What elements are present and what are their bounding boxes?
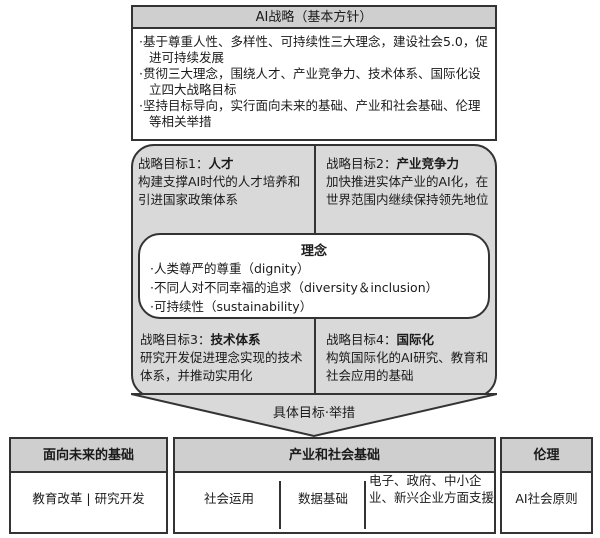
strategic-goal-2: 战略目标2：产业竞争力 加快推进实体产业的AI化，在世界范围内继续保持领先地位 bbox=[326, 155, 491, 209]
strategic-goal-4: 战略目标4：国际化 构筑国际化的AI研究、教育和社会应用的基础 bbox=[326, 331, 491, 385]
goal-prefix: 战略目标1： bbox=[138, 156, 209, 171]
goal-prefix: 战略目标3： bbox=[140, 332, 211, 347]
column-divider bbox=[279, 481, 281, 529]
social-use-item: 社会运用 bbox=[203, 491, 254, 506]
strategy-point: ·坚持目标导向，实行面向未来的基础、产业和社会基础、伦理等相关举措 bbox=[139, 98, 481, 129]
strategy-point: ·基于尊重人性、多样性、可持续性三大理念，建设社会5.0，促进可持续发展 bbox=[139, 34, 488, 65]
concept-item: ·人类尊严的尊重（dignity） bbox=[150, 261, 310, 276]
future-foundation-title: 面向未来的基础 bbox=[11, 439, 166, 473]
strategy-points: ·基于尊重人性、多样性、可持续性三大理念，建设社会5.0，促进可持续发展 ·贯彻… bbox=[139, 34, 491, 130]
goal-name: 国际化 bbox=[396, 332, 434, 347]
industry-society-title: 产业和社会基础 bbox=[175, 439, 494, 473]
future-foundation-body: 教育改革 | 研究开发 bbox=[32, 491, 145, 506]
goal-description: 构筑国际化的AI研究、教育和社会应用的基础 bbox=[326, 350, 489, 383]
goal-prefix: 战略目标4： bbox=[326, 332, 397, 347]
data-foundation-item: 数据基础 bbox=[297, 491, 348, 506]
goal-description: 加快推进实体产业的AI化，在世界范围内继续保持领先地位 bbox=[326, 174, 489, 207]
industry-society-foundation-box: 产业和社会基础 社会运用 数据基础 电子、政府、中小企业、新兴企业方面支援 bbox=[173, 437, 496, 534]
goal-name: 人才 bbox=[208, 156, 234, 171]
concept-title: 理念 bbox=[300, 244, 327, 259]
goal-name: 产业竞争力 bbox=[396, 156, 459, 171]
concept-box: 理念 ·人类尊严的尊重（dignity） ·不同人对不同幸福的追求（divers… bbox=[138, 233, 490, 319]
strategy-title: AI战略（基本方针） bbox=[133, 7, 495, 29]
goal-name: 技术体系 bbox=[210, 332, 261, 347]
concept-item: ·可持续性（sustainability） bbox=[150, 299, 313, 314]
strategic-goal-3: 战略目标3：技术体系 研究开发促进理念实现的技术体系，并推动实用化 bbox=[140, 331, 312, 385]
goal-prefix: 战略目标2： bbox=[326, 156, 397, 171]
support-item: 电子、政府、中小企业、新兴企业方面支援 bbox=[369, 473, 495, 505]
future-foundation-box: 面向未来的基础 教育改革 | 研究开发 bbox=[9, 437, 168, 534]
strategic-goal-1: 战略目标1：人才 构建支撑AI时代的人才培养和引进国家政策体系 bbox=[138, 155, 308, 209]
strategy-box: AI战略（基本方针） ·基于尊重人性、多样性、可持续性三大理念，建设社会5.0，… bbox=[131, 5, 497, 141]
down-arrow-shape bbox=[131, 393, 497, 438]
ethics-body: AI社会原则 bbox=[515, 491, 578, 506]
concept-item: ·不同人对不同幸福的追求（diversity＆inclusion） bbox=[150, 280, 439, 295]
measures-label: 具体目标·举措 bbox=[272, 406, 356, 421]
ethics-box: 伦理 AI社会原则 bbox=[500, 437, 593, 534]
goal-description: 构建支撑AI时代的人才培养和引进国家政策体系 bbox=[138, 174, 301, 207]
strategy-point: ·贯彻三大理念，围绕人才、产业竞争力、技术体系、国际化设立四大战略目标 bbox=[139, 66, 481, 97]
column-divider bbox=[364, 481, 366, 529]
goal-description: 研究开发促进理念实现的技术体系，并推动实用化 bbox=[140, 350, 303, 383]
concept-list: ·人类尊严的尊重（dignity） ·不同人对不同幸福的追求（diversity… bbox=[150, 259, 486, 316]
ethics-title: 伦理 bbox=[502, 439, 591, 473]
